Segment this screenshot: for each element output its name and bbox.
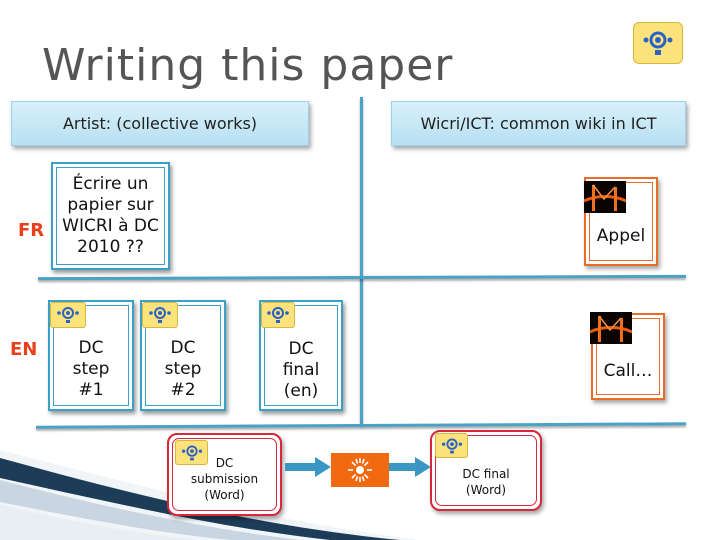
submission-line: submission	[190, 472, 259, 486]
en-card-step2: DC step #2	[140, 300, 226, 411]
en-card-line: #1	[78, 380, 104, 400]
row-label-en: EN	[10, 339, 38, 360]
en-card-line: step	[72, 359, 110, 379]
header-artist: Artist: (collective works)	[11, 101, 309, 146]
bridge-photo-icon	[584, 181, 626, 213]
wicri-logo-icon	[633, 22, 683, 64]
wicri-logo-icon	[435, 433, 468, 458]
page-title: Writing this paper	[42, 40, 454, 91]
wicri-logo-icon	[261, 302, 295, 328]
wicri-logo-icon	[175, 440, 208, 465]
en-card-line: DC	[78, 338, 104, 358]
en-card-line: step	[164, 359, 202, 379]
fr-card-line: papier sur	[67, 195, 154, 215]
call-label: Call…	[603, 361, 653, 381]
submission-line: DC	[215, 456, 234, 470]
flow-arrow-1	[285, 457, 331, 477]
appel-label: Appel	[596, 226, 646, 246]
final-line: (Word)	[465, 483, 507, 497]
fr-card: Écrire un papier sur WICRI à DC 2010 ??	[51, 162, 170, 270]
final-line: DC final	[462, 467, 510, 481]
flow-arrow-2	[389, 457, 431, 477]
row-label-fr: FR	[18, 220, 45, 241]
wicri-logo-icon	[142, 302, 178, 328]
en-card-line: (en)	[283, 381, 319, 401]
en-card-line: #2	[170, 380, 196, 400]
en-card-line: DC	[288, 339, 314, 359]
fr-card-line: 2010 ??	[77, 237, 144, 257]
vertical-divider	[360, 97, 363, 425]
en-card-line: final	[282, 360, 320, 380]
horizontal-divider-bottom	[35, 422, 687, 429]
fr-card-line: Écrire un	[72, 174, 149, 194]
fr-card-line: WICRI à DC	[62, 216, 159, 236]
decorative-wave	[0, 450, 420, 540]
sunburst-icon	[331, 453, 389, 487]
en-card-line: DC	[170, 338, 196, 358]
header-wicri: Wicri/ICT: common wiki in ICT	[391, 101, 686, 146]
bridge-photo-icon	[590, 312, 632, 344]
submission-line: (Word)	[204, 488, 245, 502]
wicri-logo-icon	[50, 302, 86, 328]
